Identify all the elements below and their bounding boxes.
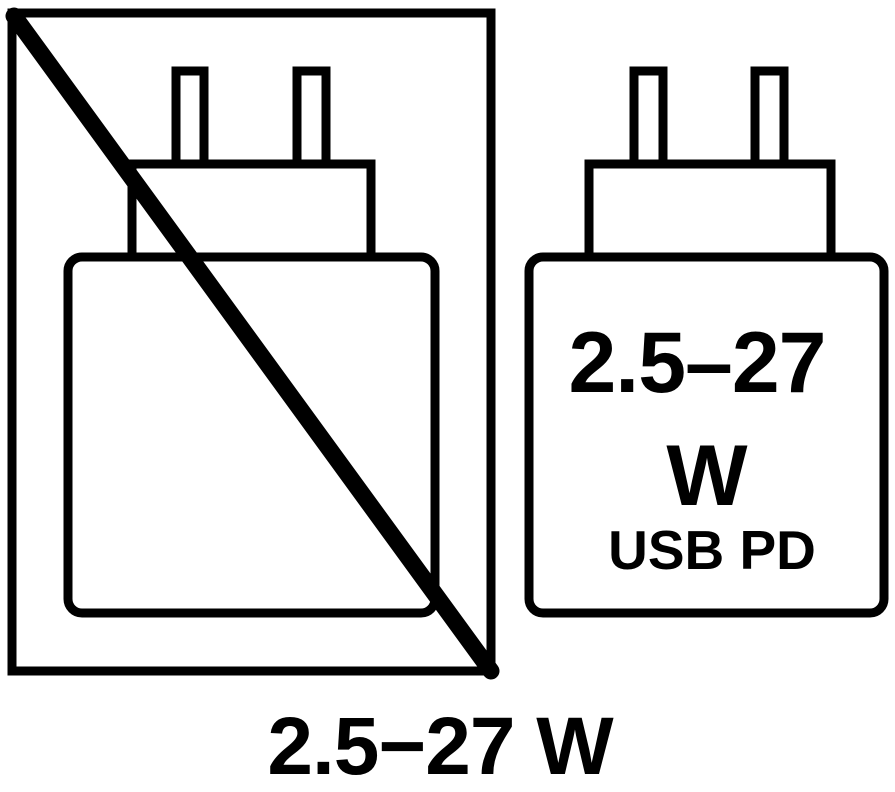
right-charger-prong-1	[629, 66, 668, 164]
right-charger-body	[524, 252, 889, 618]
left-charger-prong-2	[292, 66, 331, 164]
left-charger-neck	[127, 159, 376, 258]
right-charger-neck	[584, 159, 836, 258]
prohibition-frame	[7, 8, 496, 676]
power-range-label: 2.5–27	[568, 315, 825, 411]
right-charger-prong-2	[750, 66, 789, 164]
protocol-label: USB PD	[608, 519, 816, 581]
prohibited-charger-group	[5, 7, 500, 680]
prohibition-slash	[5, 7, 500, 680]
power-unit-label: W	[666, 428, 748, 524]
left-charger-prong-1	[171, 66, 209, 164]
left-charger-body	[63, 252, 440, 618]
allowed-charger-group: 2.5–27 W USB PD	[524, 66, 889, 618]
caption-label: 2.5−27 W	[267, 701, 614, 792]
